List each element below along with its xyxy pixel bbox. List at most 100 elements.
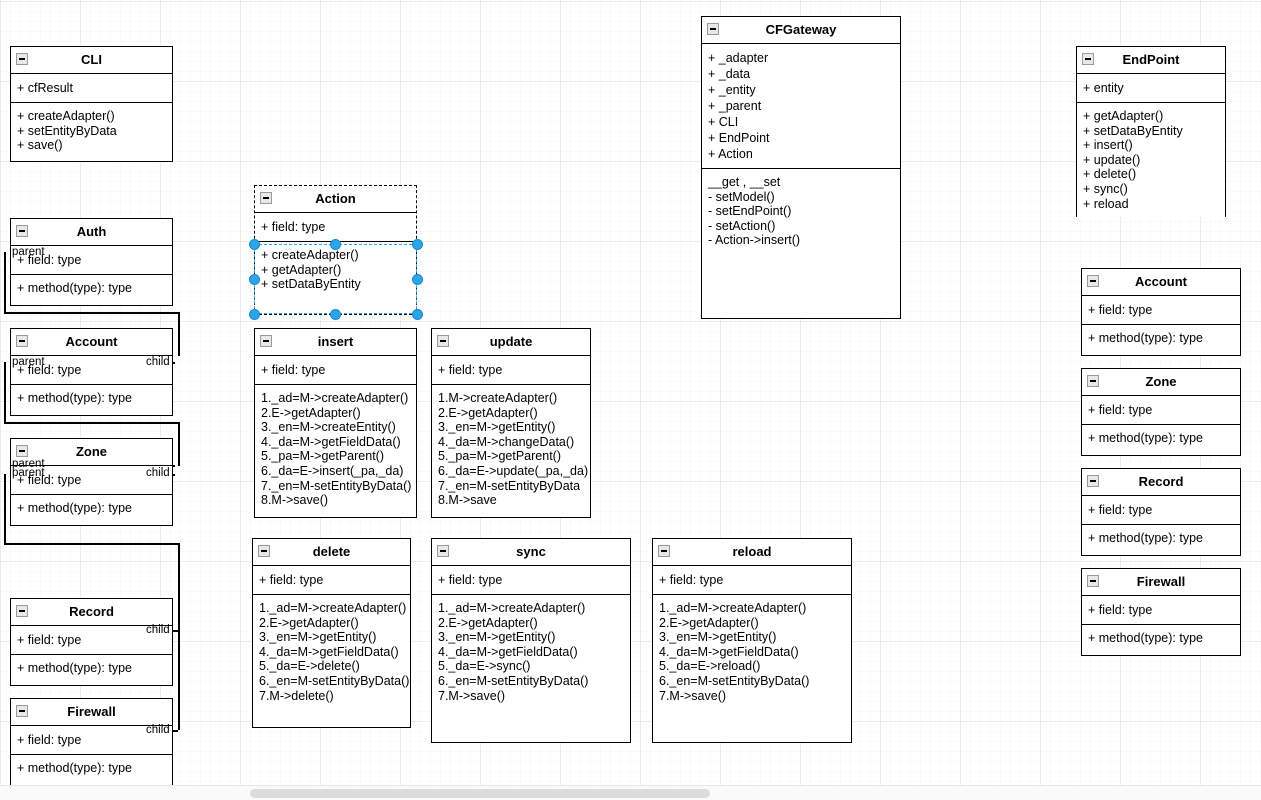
collapse-minus-icon[interactable] xyxy=(1087,375,1099,387)
uml-class-header-cfgateway[interactable]: CFGateway xyxy=(702,17,900,44)
connector-label-account-parent: parent xyxy=(12,356,45,368)
uml-class-auth[interactable]: Auth+ field: type+ method(type): type xyxy=(10,218,173,306)
collapse-minus-icon[interactable] xyxy=(16,225,28,237)
collapse-minus-icon[interactable] xyxy=(1082,53,1094,65)
collapse-minus-icon[interactable] xyxy=(437,335,449,347)
uml-attributes-compartment: + entity xyxy=(1077,74,1225,103)
uml-attributes-compartment: + field: type xyxy=(1082,396,1240,425)
uml-class-zone-right[interactable]: Zone + field: type + method(type): type xyxy=(1081,368,1241,456)
uml-method-row: + method(type): type xyxy=(1088,431,1203,445)
resize-handle-n[interactable] xyxy=(330,238,341,250)
uml-methods-compartment: + method(type): type xyxy=(1082,325,1240,352)
horizontal-scrollbar-thumb[interactable] xyxy=(250,789,710,798)
uml-method-row: + createAdapter() xyxy=(261,248,359,262)
connector-label-record-child: child xyxy=(146,624,170,636)
uml-class-title: Firewall xyxy=(67,704,116,719)
collapse-minus-icon[interactable] xyxy=(16,445,28,457)
collapse-minus-icon[interactable] xyxy=(258,545,270,557)
collapse-minus-icon[interactable] xyxy=(1087,475,1099,487)
uml-class-firewall-right[interactable]: Firewall+ field: type+ method(type): typ… xyxy=(1081,568,1241,656)
uml-class-record-right[interactable]: Record+ field: type+ method(type): type xyxy=(1081,468,1241,556)
uml-class-header-firewall-right[interactable]: Firewall xyxy=(1082,569,1240,596)
uml-class-header-delete[interactable]: delete xyxy=(253,539,410,566)
uml-class-account-right[interactable]: Account+ field: type+ method(type): type xyxy=(1081,268,1241,356)
uml-method-row: 6._da=E->update(_pa,_da) xyxy=(438,463,589,478)
resize-handle-e[interactable] xyxy=(411,273,423,285)
uml-class-delete[interactable]: delete+ field: type 1._ad=M->createAdapte… xyxy=(252,538,411,728)
resize-handle-ne[interactable] xyxy=(411,238,423,250)
uml-class-title: CFGateway xyxy=(765,22,837,37)
uml-class-endpoint[interactable]: EndPoint+ entity+ getAdapter()+ setDataB… xyxy=(1076,46,1226,218)
uml-attributes-compartment: + field: type xyxy=(11,626,172,655)
uml-class-header-cli[interactable]: CLI xyxy=(11,47,172,74)
uml-class-record-left[interactable]: Record+ field: type+ method(type): type xyxy=(10,598,173,686)
uml-method-row: 1._ad=M->createAdapter() xyxy=(261,391,409,405)
uml-class-header-auth[interactable]: Auth xyxy=(11,219,172,246)
resize-handle-sw[interactable] xyxy=(248,308,260,320)
resize-handle-s[interactable] xyxy=(330,308,341,320)
uml-method-row: 1._ad=M->createAdapter() xyxy=(259,601,407,615)
uml-attributes-compartment: + field: type xyxy=(432,356,590,385)
collapse-minus-icon[interactable] xyxy=(16,605,28,617)
uml-attribute-row: + EndPoint xyxy=(708,131,770,145)
uml-class-cfgateway[interactable]: CFGateway+ _adapter+ _data+ _entity+ _pa… xyxy=(701,16,901,319)
collapse-minus-icon[interactable] xyxy=(437,545,449,557)
uml-attribute-row: + field: type xyxy=(438,363,503,377)
collapse-minus-icon[interactable] xyxy=(16,335,28,347)
uml-class-header-reload[interactable]: reload xyxy=(653,539,851,566)
uml-method-row: + method(type): type xyxy=(1088,331,1203,345)
uml-class-header-account-left[interactable]: Account xyxy=(11,329,172,356)
horizontal-scrollbar[interactable] xyxy=(0,785,1261,800)
uml-class-header-endpoint[interactable]: EndPoint xyxy=(1077,47,1225,74)
uml-class-title: update xyxy=(489,334,533,349)
collapse-minus-icon[interactable] xyxy=(658,545,670,557)
uml-attributes-compartment: + field: type xyxy=(253,566,410,595)
uml-method-row: + sync() xyxy=(1083,181,1128,196)
uml-class-account-left[interactable]: Account+ field: type+ method(type): type xyxy=(10,328,173,416)
uml-class-header-record-right[interactable]: Record xyxy=(1082,469,1240,496)
uml-class-title: Action xyxy=(315,191,356,206)
collapse-minus-icon[interactable] xyxy=(707,23,719,35)
uml-class-header-update[interactable]: update xyxy=(432,329,590,356)
collapse-minus-icon[interactable] xyxy=(16,705,28,717)
uml-class-title: EndPoint xyxy=(1122,52,1180,67)
uml-class-cli[interactable]: CLI+ cfResult+ createAdapter()+ setEntit… xyxy=(10,46,173,162)
uml-attribute-row: + field: type xyxy=(17,733,82,747)
uml-class-header-firewall-left[interactable]: Firewall xyxy=(11,699,172,726)
uml-class-header-insert[interactable]: insert xyxy=(255,329,416,356)
resize-handle-nw[interactable] xyxy=(248,238,260,250)
resize-handle-w[interactable] xyxy=(248,273,260,285)
collapse-minus-icon[interactable] xyxy=(260,192,272,204)
uml-class-header-record-left[interactable]: Record xyxy=(11,599,172,626)
connector-segment-zone-h-bot xyxy=(4,543,179,545)
uml-class-firewall-left[interactable]: Firewall+ field: type+ method(type): typ… xyxy=(10,698,173,786)
uml-class-header-account-right[interactable]: Account xyxy=(1082,269,1240,296)
resize-handle-se[interactable] xyxy=(411,308,423,320)
uml-class-header-sync[interactable]: sync xyxy=(432,539,630,566)
uml-class-zone-left[interactable]: Zone+ field: type+ method(type): type xyxy=(10,438,173,526)
uml-method-row: 4._da=M->getFieldData() xyxy=(261,434,401,449)
connector-segment-account-v-left xyxy=(4,362,6,422)
uml-attributes-compartment: + field: type xyxy=(11,356,172,385)
uml-class-title: Zone xyxy=(1145,374,1177,389)
collapse-minus-icon[interactable] xyxy=(16,53,28,65)
uml-method-row: 1._ad=M->createAdapter() xyxy=(438,601,586,615)
uml-class-header-action[interactable]: Action xyxy=(255,186,416,213)
uml-attribute-row: + Action xyxy=(708,147,753,161)
uml-class-header-zone-right[interactable]: Zone xyxy=(1082,369,1240,396)
uml-method-row: 7._en=M-setEntityByData() xyxy=(261,478,412,493)
collapse-minus-icon[interactable] xyxy=(1087,575,1099,587)
collapse-minus-icon[interactable] xyxy=(1087,275,1099,287)
uml-attributes-compartment: + field: type xyxy=(1082,596,1240,625)
uml-class-action[interactable]: Action+ field: type+ createAdapter()+ ge… xyxy=(254,185,417,315)
uml-class-header-zone-left[interactable]: Zone xyxy=(11,439,172,466)
connector-segment-account-h-bot xyxy=(4,422,179,424)
uml-method-row: 3._en=M->createEntity() xyxy=(261,420,396,435)
uml-class-title: CLI xyxy=(81,52,102,67)
collapse-minus-icon[interactable] xyxy=(260,335,272,347)
